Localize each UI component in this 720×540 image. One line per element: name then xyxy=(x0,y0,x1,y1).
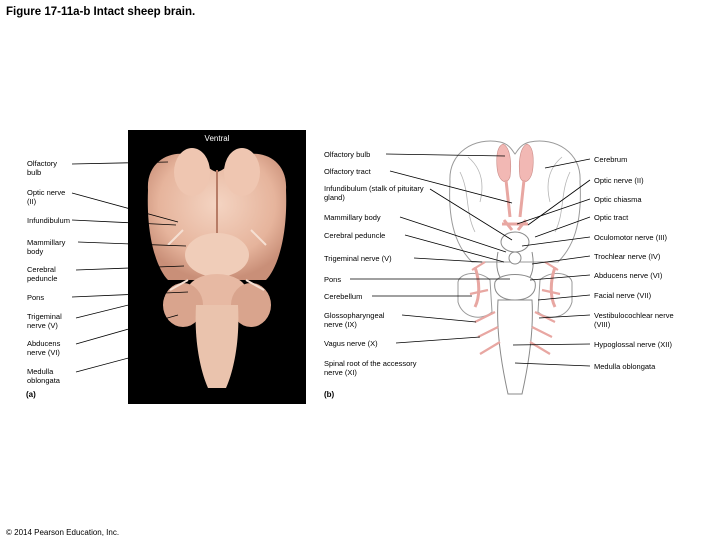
right-label-vestibulocochlear-nerve: Vestibulocochlear nerve (VIII) xyxy=(594,311,674,329)
left-label-mammillary-body: Mammillary body xyxy=(27,238,66,256)
right-label-oculomotor-nerve: Oculomotor nerve (III) xyxy=(594,233,667,242)
sheep-brain-photo xyxy=(128,130,306,404)
right-label-optic-tract: Optic tract xyxy=(594,213,629,222)
right-label-hypoglossal-nerve: Hypoglossal nerve (XII) xyxy=(594,340,672,349)
right-label-trochlear-nerve: Trochlear nerve (IV) xyxy=(594,252,661,261)
mid-label-cerebral-peduncle: Cerebral peduncle xyxy=(324,231,386,240)
mid-label-trigeminal-nerve: Trigeminal nerve (V) xyxy=(324,254,392,263)
left-label-infundibulum: Infundibulum xyxy=(27,216,70,225)
mid-label-mammillary-body: Mammillary body xyxy=(324,213,381,222)
mid-label-olfactory-bulb: Olfactory bulb xyxy=(324,150,371,159)
panel-label-b: (b) xyxy=(324,390,335,399)
mid-label-cerebellum: Cerebellum xyxy=(324,292,363,301)
panel-label-a: (a) xyxy=(26,390,36,399)
view-label-ventral: Ventral xyxy=(204,134,230,143)
left-label-trigeminal-nerve: Trigeminal nerve (V) xyxy=(27,312,62,330)
left-label-optic-nerve: Optic nerve (II) xyxy=(27,188,66,206)
right-label-facial-nerve: Facial nerve (VII) xyxy=(594,291,652,300)
left-label-olfactory-bulb: Olfactory bulb xyxy=(27,159,58,177)
copyright-notice: © 2014 Pearson Education, Inc. xyxy=(6,528,120,537)
brain-diagram-illustration xyxy=(449,140,581,395)
right-label-optic-chiasma: Optic chiasma xyxy=(594,195,642,204)
left-label-medulla-oblongata: Medulla oblongata xyxy=(27,367,60,385)
mid-label-accessory-nerve: Spinal root of the accessory nerve (XI) xyxy=(324,359,417,377)
left-label-abducens-nerve: Abducens nerve (VI) xyxy=(27,339,61,357)
mid-label-pons: Pons xyxy=(324,275,342,284)
brain-diagram xyxy=(440,132,590,407)
right-label-optic-nerve: Optic nerve (II) xyxy=(594,176,644,185)
mid-label-glossopharyngeal-nerve: Glossopharyngeal nerve (IX) xyxy=(324,311,385,329)
right-label-medulla-oblongata: Medulla oblongata xyxy=(594,362,656,371)
figure-title: Figure 17-11a-b Intact sheep brain. xyxy=(6,6,196,18)
mid-label-olfactory-tract: Olfactory tract xyxy=(324,167,371,176)
left-label-cerebral-peduncle: Cerebral peduncle xyxy=(27,265,58,283)
brain-photo-illustration xyxy=(147,148,287,388)
mid-label-vagus-nerve: Vagus nerve (X) xyxy=(324,339,378,348)
left-label-pons: Pons xyxy=(27,293,45,302)
mid-label-infundibulum: Infundibulum (stalk of pituitary gland) xyxy=(324,184,424,202)
right-label-cerebrum: Cerebrum xyxy=(594,155,628,164)
right-label-abducens-nerve: Abducens nerve (VI) xyxy=(594,271,663,280)
